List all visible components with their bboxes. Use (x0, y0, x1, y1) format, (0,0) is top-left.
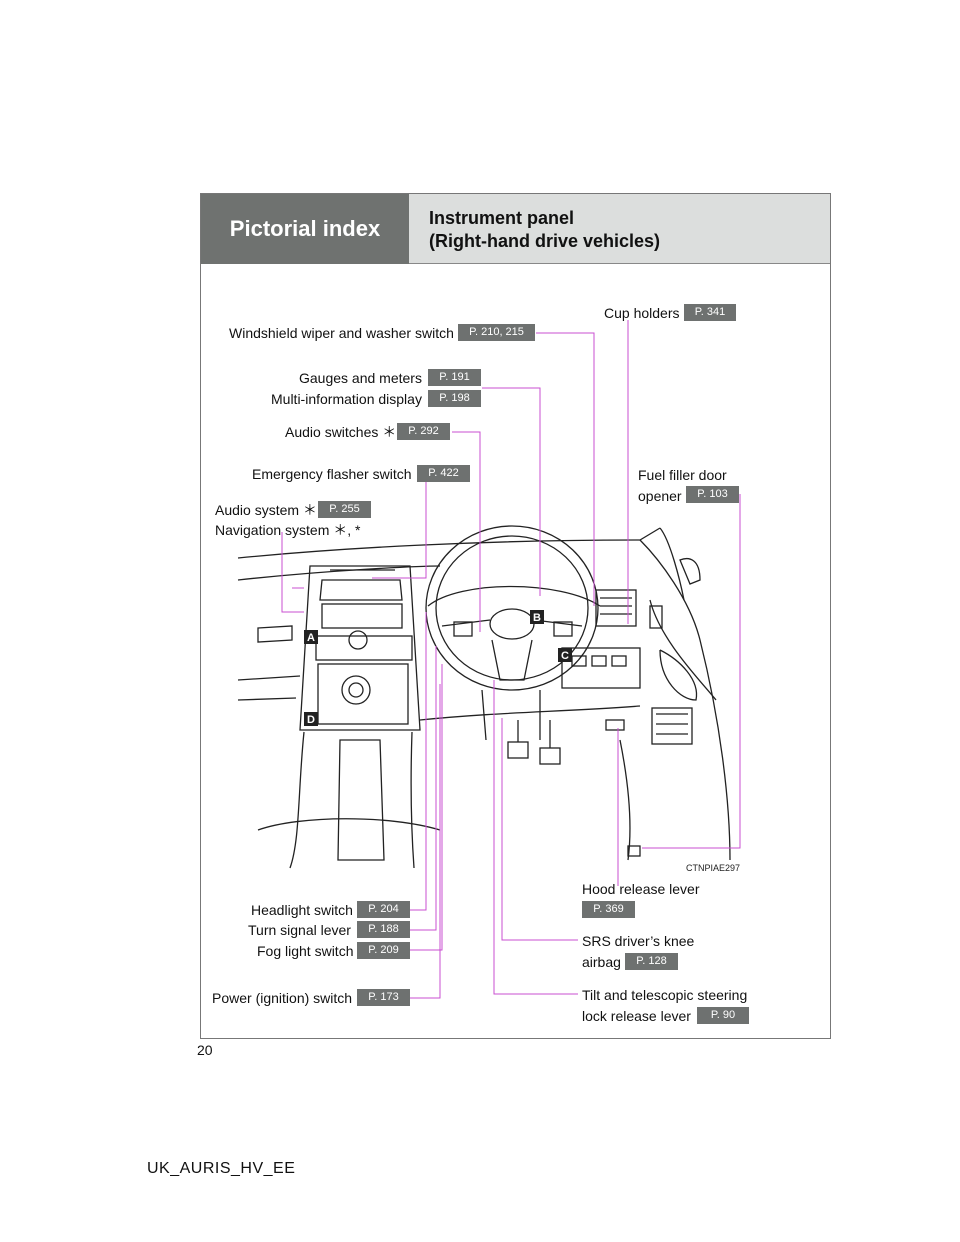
page-ref-fuel-filler[interactable]: P. 103 (686, 486, 739, 503)
page-ref-hood-release[interactable]: P. 369 (582, 901, 635, 918)
label-wiper-switch: Windshield wiper and washer switch (229, 325, 454, 341)
page-ref-wiper-switch[interactable]: P. 210, 215 (458, 324, 535, 341)
page-number: 20 (197, 1042, 213, 1058)
label-audio-system: Audio system ＊ (215, 502, 317, 518)
content-frame (200, 193, 831, 1039)
marker-b (530, 610, 544, 624)
marker-d (304, 712, 318, 726)
label-navigation-system: Navigation system ＊, * (215, 522, 361, 538)
label-headlight-switch: Headlight switch (251, 902, 353, 918)
label-emergency-flasher: Emergency flasher switch (252, 466, 412, 482)
header-title-line2: (Right-hand drive vehicles) (429, 231, 661, 251)
page-ref-power-switch[interactable]: P. 173 (357, 989, 410, 1006)
page-ref-turn-signal[interactable]: P. 188 (357, 921, 410, 938)
label-multi-info: Multi-information display (271, 391, 422, 407)
page-ref-audio-system[interactable]: P. 255 (318, 501, 371, 518)
page-ref-multi-info[interactable]: P. 198 (428, 390, 481, 407)
marker-b-label: B (533, 612, 541, 624)
label-tilt-lock-release: lock release lever (582, 1008, 691, 1024)
label-srs-airbag: airbag (582, 954, 621, 970)
page-ref-tilt-steering[interactable]: P. 90 (697, 1007, 749, 1024)
label-gauges: Gauges and meters (299, 370, 422, 386)
marker-c (558, 648, 572, 662)
header-title-line1: Instrument panel (429, 208, 575, 228)
document-footer: UK_AURIS_HV_EE (147, 1160, 296, 1177)
page-header: Instrument panel (Right-hand drive vehic… (409, 194, 830, 264)
marker-d-label: D (307, 714, 315, 726)
label-turn-signal: Turn signal lever (248, 922, 351, 938)
page-ref-gauges[interactable]: P. 191 (428, 369, 481, 386)
page-ref-srs-airbag[interactable]: P. 128 (625, 953, 678, 970)
label-fog-light: Fog light switch (257, 943, 354, 959)
marker-a-label: A (307, 632, 315, 644)
marker-c-label: C (561, 650, 569, 662)
page-ref-cup-holders[interactable]: P. 341 (684, 304, 736, 321)
illustration-code: CTNPIAE297 (686, 863, 740, 873)
page-ref-emergency-flasher[interactable]: P. 422 (417, 465, 470, 482)
label-power-switch: Power (ignition) switch (212, 990, 353, 1006)
page-ref-headlight-switch[interactable]: P. 204 (357, 901, 410, 918)
label-fuel-opener: opener (638, 488, 682, 504)
page-ref-fog-light[interactable]: P. 209 (357, 942, 410, 959)
marker-a (304, 630, 318, 644)
page-ref-audio-switches[interactable]: P. 292 (397, 423, 450, 440)
label-hood-release: Hood release lever (582, 881, 700, 897)
label-tilt-steering: Tilt and telescopic steering (582, 987, 748, 1003)
label-audio-switches: Audio switches ＊ (285, 424, 397, 440)
label-fuel-filler: Fuel filler door (638, 467, 727, 483)
label-srs-knee: SRS driver’s knee (582, 933, 695, 949)
section-title: Pictorial index (201, 194, 409, 264)
label-cup-holders: Cup holders (604, 305, 680, 321)
